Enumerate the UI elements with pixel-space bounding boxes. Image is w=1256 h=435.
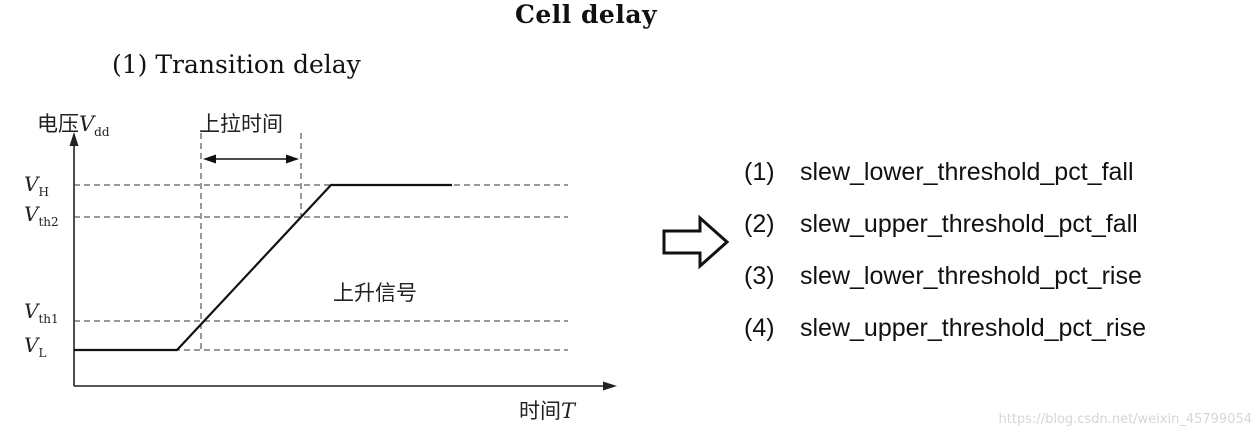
y-axis-label: 电压Vdd [37, 112, 110, 139]
transition-delay-diagram: 电压Vdd 时间T 上拉时间 上升信号 VH Vth2 Vth1 VL [24, 112, 617, 423]
vl-label: VL [24, 333, 46, 360]
right-arrow-icon [662, 214, 730, 270]
vth2-label: Vth2 [24, 202, 59, 229]
rise-time-arrowhead-right [286, 154, 299, 164]
y-axis-arrowhead [69, 132, 79, 146]
list-item-number: (2) [744, 210, 775, 238]
list-item-text: slew_lower_threshold_pct_fall [800, 158, 1134, 186]
list-item-number: (3) [744, 262, 775, 290]
list-item-text: slew_lower_threshold_pct_rise [800, 262, 1142, 290]
rise-time-arrowhead-left [203, 154, 216, 164]
vth1-label: Vth1 [24, 299, 59, 326]
list-item-number: (4) [744, 314, 775, 342]
rise-time-label: 上拉时间 [199, 112, 283, 136]
list-item: (1) slew_lower_threshold_pct_fall [744, 146, 1146, 198]
list-item: (4) slew_upper_threshold_pct_rise [744, 302, 1146, 354]
threshold-list: (1) slew_lower_threshold_pct_fall (2) slew… [744, 146, 1146, 354]
list-item: (3) slew_lower_threshold_pct_rise [744, 250, 1146, 302]
section-subtitle: (1) Transition delay [112, 50, 361, 79]
page-title: Cell delay [514, 0, 658, 29]
vh-label: VH [24, 172, 49, 199]
list-item-text: slew_upper_threshold_pct_rise [800, 314, 1147, 342]
list-item-number: (1) [744, 158, 775, 186]
list-item: (2) slew_upper_threshold_pct_fall [744, 198, 1146, 250]
x-axis-arrowhead [603, 381, 617, 391]
watermark: https://blog.csdn.net/weixin_45799054 [998, 412, 1252, 427]
rising-signal-waveform [74, 183, 452, 352]
x-axis-label: 时间T [519, 399, 577, 423]
list-item-text: slew_upper_threshold_pct_fall [800, 210, 1138, 238]
signal-label: 上升信号 [333, 281, 417, 305]
